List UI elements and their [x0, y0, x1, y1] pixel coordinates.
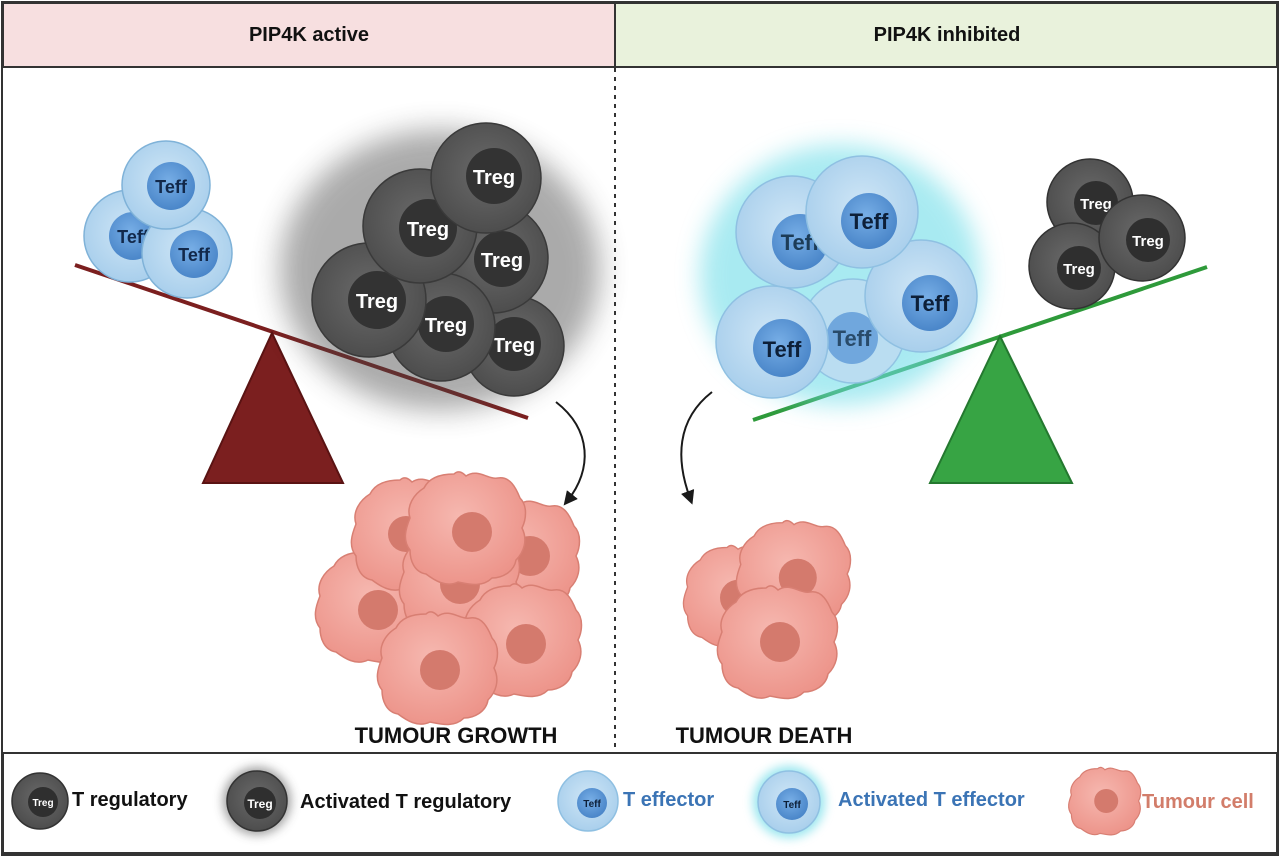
- right-treg-cluster: Treg Treg Treg: [1028, 158, 1186, 310]
- teff-label: Teff: [178, 245, 211, 265]
- treg-label: Treg: [425, 315, 467, 337]
- legend-label-t-effector: T effector: [623, 789, 714, 811]
- right-activated-teff-cluster: Teff Teff Teff Teff Teff: [700, 145, 980, 405]
- treg-label: Treg: [407, 219, 449, 241]
- legend-label-t-regulatory: T regulatory: [72, 789, 188, 811]
- legend-label-activated-t-effector: Activated T effector: [838, 789, 1025, 811]
- activated-teff-cell: Teff: [715, 285, 829, 399]
- left-curved-arrow-icon: [555, 401, 586, 506]
- legend-item-activated-t-regulatory: Treg Activated T regulatory: [223, 767, 512, 835]
- right-curved-arrow-icon: [680, 391, 713, 505]
- activated-teff-cell: Teff: [805, 155, 919, 269]
- right-panel-title: PIP4K inhibited: [874, 24, 1021, 46]
- teff-label: Teff: [850, 209, 889, 234]
- left-panel-title: PIP4K active: [249, 24, 369, 46]
- legend-label-activated-t-regulatory: Activated T regulatory: [300, 791, 512, 813]
- treg-label: Treg: [1063, 261, 1095, 278]
- right-scale-fulcrum: [928, 333, 1074, 484]
- treg-label: Treg: [1132, 233, 1164, 250]
- teff-label: Teff: [155, 177, 188, 197]
- left-scale-fulcrum: [201, 330, 345, 484]
- treg-label: Treg: [481, 250, 523, 272]
- left-panel-header: PIP4K active: [2, 2, 616, 68]
- tumour-cell: [404, 471, 527, 586]
- activated-teff-cell: Teff: [864, 239, 978, 353]
- legend-item-activated-t-effector: Teff Activated T effector: [753, 766, 1025, 838]
- treg-cell: Treg: [1098, 194, 1186, 282]
- tumour-cell: [460, 583, 583, 698]
- treg-label: Treg: [1080, 196, 1112, 213]
- teff-cell: Teff: [121, 140, 211, 230]
- treg-label: Treg: [247, 797, 272, 811]
- legend-item-t-regulatory: Treg T regulatory: [11, 772, 188, 830]
- teff-label: Teff: [583, 799, 601, 810]
- treg-label: Treg: [356, 291, 398, 313]
- teff-label: Teff: [833, 326, 872, 351]
- left-tumour-cluster: [314, 471, 583, 726]
- tumour-cell: [376, 611, 499, 726]
- right-outcome-label: TUMOUR DEATH: [676, 723, 853, 748]
- legend-label-tumour-cell: Tumour cell: [1142, 791, 1254, 813]
- activated-treg-cell: Treg: [430, 122, 542, 234]
- right-tumour-cluster: [682, 519, 852, 700]
- left-activated-treg-cluster: Treg Treg Treg Treg Treg Treg: [280, 122, 600, 410]
- teff-cell: Teff: [141, 207, 233, 299]
- teff-label: Teff: [911, 291, 950, 316]
- tumour-cell: [716, 585, 839, 700]
- legend: Treg T regulatory Treg Activated T regul…: [2, 752, 1278, 854]
- treg-label: Treg: [32, 798, 53, 809]
- right-panel-header: PIP4K inhibited: [614, 2, 1278, 68]
- tumour-cell: [314, 549, 437, 664]
- left-outcome-label: TUMOUR GROWTH: [355, 723, 558, 748]
- teff-label: Teff: [783, 800, 801, 811]
- treg-label: Treg: [473, 167, 515, 189]
- tumour-cell-icon: [1068, 766, 1142, 836]
- left-teff-cluster: Teff Teff Teff: [83, 140, 233, 299]
- treg-label: Treg: [493, 335, 535, 357]
- legend-item-tumour-cell: Tumour cell: [1068, 766, 1254, 836]
- teff-label: Teff: [763, 337, 802, 362]
- legend-item-t-effector: Teff T effector: [557, 770, 714, 832]
- teff-label: Teff: [117, 227, 150, 247]
